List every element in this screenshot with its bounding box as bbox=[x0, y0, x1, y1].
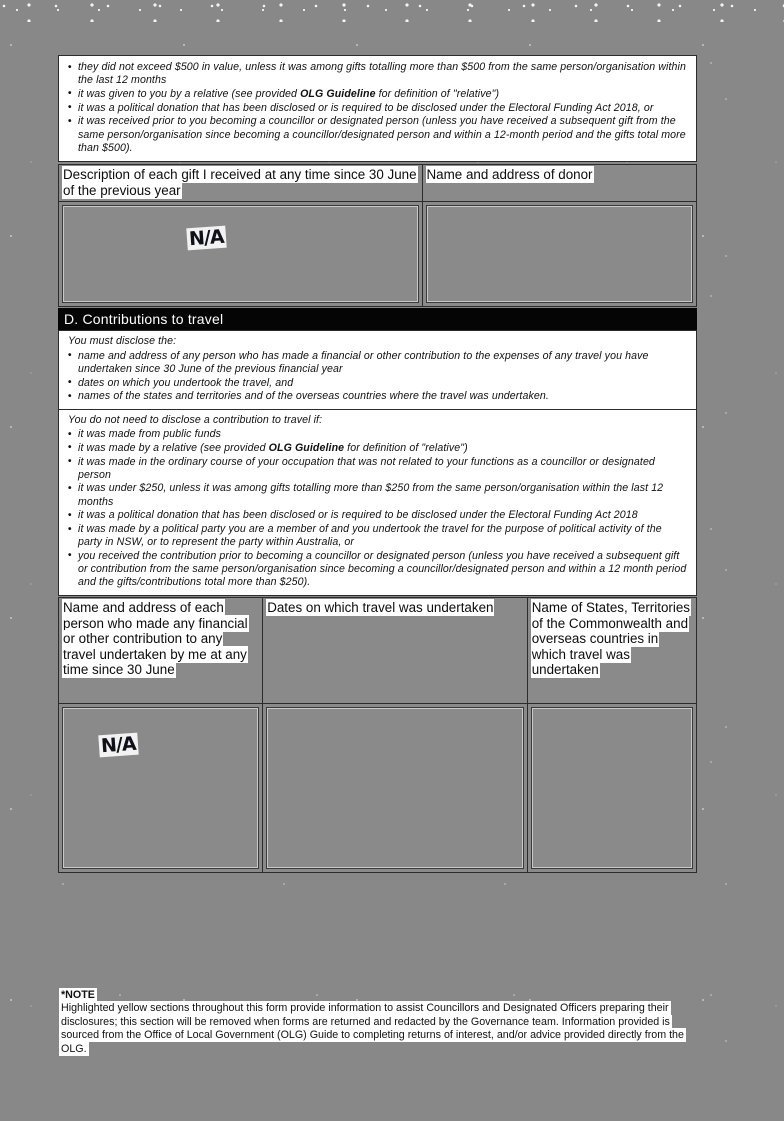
travel-contributor-input[interactable] bbox=[62, 707, 260, 870]
list-item: it was under $250, unless it was among g… bbox=[67, 482, 688, 508]
gifts-header-description-cell: Description of each gift I received at a… bbox=[58, 164, 423, 203]
travel-header-places-cell: Name of States, Territories of the Commo… bbox=[526, 597, 698, 705]
must-disclose-bullet-3: names of the states and territories and … bbox=[77, 390, 550, 403]
gifts-header-donor: Name and address of donor bbox=[422, 165, 696, 186]
section-d-title: D. Contributions to travel bbox=[64, 311, 224, 328]
exemption-bullet-1: it was made from public funds bbox=[77, 428, 223, 441]
travel-contributor-value: N/A bbox=[98, 732, 139, 758]
travel-header-places: Name of States, Territories of the Commo… bbox=[527, 598, 696, 704]
travel-table: Name and address of each person who made… bbox=[57, 597, 698, 874]
list-item: it was made in the ordinary course of yo… bbox=[67, 455, 688, 482]
exemption-bullet-6: it was made by a political party you are… bbox=[77, 523, 663, 549]
table-header-row: Description of each gift I received at a… bbox=[58, 164, 698, 203]
gifts-description-input[interactable] bbox=[62, 205, 419, 304]
section-c-bullet-list: they did not exceed $500 in value, unles… bbox=[67, 60, 688, 155]
travel-dates-cell[interactable] bbox=[262, 703, 528, 874]
section-c-bullet-4: it was received prior to you becoming a … bbox=[77, 115, 687, 154]
section-c-bullet-3: it was a political donation that has bee… bbox=[77, 101, 655, 114]
gifts-description-cell[interactable]: N/A bbox=[58, 201, 423, 308]
section-d-must-disclose-lead: You must disclose the: bbox=[67, 335, 178, 348]
travel-header-dates: Dates on which travel was undertaken bbox=[263, 598, 527, 704]
travel-places-input[interactable] bbox=[530, 707, 693, 870]
section-d-exemption-list: it was made from public funds it was mad… bbox=[67, 428, 688, 589]
section-d-exemption-lead: You do not need to disclose a contributi… bbox=[67, 413, 324, 426]
form-content: they did not exceed $500 in value, unles… bbox=[57, 55, 698, 874]
travel-header-contributor-cell: Name and address of each person who made… bbox=[57, 597, 264, 705]
list-item: it was made by a political party you are… bbox=[67, 523, 688, 549]
travel-header-dates-cell: Dates on which travel was undertaken bbox=[262, 597, 528, 705]
travel-places-cell[interactable] bbox=[526, 703, 698, 874]
list-item: it was made by a relative (see provided … bbox=[67, 441, 688, 455]
travel-header-contributor: Name and address of each person who made… bbox=[59, 598, 263, 704]
note-body: Highlighted yellow sections throughout t… bbox=[60, 1002, 685, 1055]
list-item: names of the states and territories and … bbox=[67, 390, 688, 403]
section-d-exemptions: You do not need to disclose a contributi… bbox=[58, 409, 697, 597]
table-row: N/A bbox=[57, 703, 698, 874]
list-item: it was a political donation that has bee… bbox=[67, 101, 688, 115]
exemption-bullet-4: it was under $250, unless it was among g… bbox=[77, 482, 665, 508]
list-item: name and address of any person who has m… bbox=[67, 349, 688, 376]
gifts-donor-cell[interactable] bbox=[421, 201, 698, 308]
section-d-must-disclose-list: name and address of any person who has m… bbox=[67, 349, 688, 404]
table-header-row: Name and address of each person who made… bbox=[57, 597, 698, 705]
list-item: it was made from public funds bbox=[67, 428, 688, 441]
travel-dates-input[interactable] bbox=[266, 707, 524, 870]
section-c-bullet-2: it was given to you by a relative (see p… bbox=[77, 87, 501, 100]
list-item: you received the contribution prior to b… bbox=[67, 549, 688, 590]
section-c-exemption-bullets: they did not exceed $500 in value, unles… bbox=[58, 55, 697, 163]
section-d-header-bar: D. Contributions to travel bbox=[58, 308, 697, 331]
section-d-must-disclose: You must disclose the: name and address … bbox=[58, 330, 697, 410]
gifts-description-value: N/A bbox=[186, 226, 227, 251]
list-item: they did not exceed $500 in value, unles… bbox=[67, 60, 688, 87]
gifts-table: Description of each gift I received at a… bbox=[58, 164, 698, 308]
exemption-bullet-5: it was a political donation that has bee… bbox=[77, 509, 639, 522]
must-disclose-bullet-2: dates on which you undertook the travel,… bbox=[77, 376, 295, 389]
scan-noise-top bbox=[0, 0, 784, 22]
section-c-bullet-1: they did not exceed $500 in value, unles… bbox=[77, 61, 687, 87]
table-row: N/A bbox=[58, 201, 698, 308]
gifts-header-donor-cell: Name and address of donor bbox=[421, 164, 698, 203]
gifts-header-description: Description of each gift I received at a… bbox=[59, 165, 422, 202]
travel-contributor-cell[interactable]: N/A bbox=[57, 703, 264, 874]
exemption-bullet-2: it was made by a relative (see provided … bbox=[77, 441, 469, 454]
list-item: it was received prior to you becoming a … bbox=[67, 115, 688, 155]
note-title: *NOTE bbox=[60, 989, 96, 1001]
list-item: dates on which you undertook the travel,… bbox=[67, 376, 688, 390]
exemption-bullet-3: it was made in the ordinary course of yo… bbox=[77, 455, 656, 481]
gifts-donor-input[interactable] bbox=[425, 205, 693, 304]
must-disclose-bullet-1: name and address of any person who has m… bbox=[77, 349, 650, 375]
note-block: *NOTE Highlighted yellow sections throug… bbox=[60, 989, 708, 1056]
list-item: it was a political donation that has bee… bbox=[67, 509, 688, 522]
exemption-bullet-7: you received the contribution prior to b… bbox=[77, 549, 688, 589]
list-item: it was given to you by a relative (see p… bbox=[67, 87, 688, 101]
